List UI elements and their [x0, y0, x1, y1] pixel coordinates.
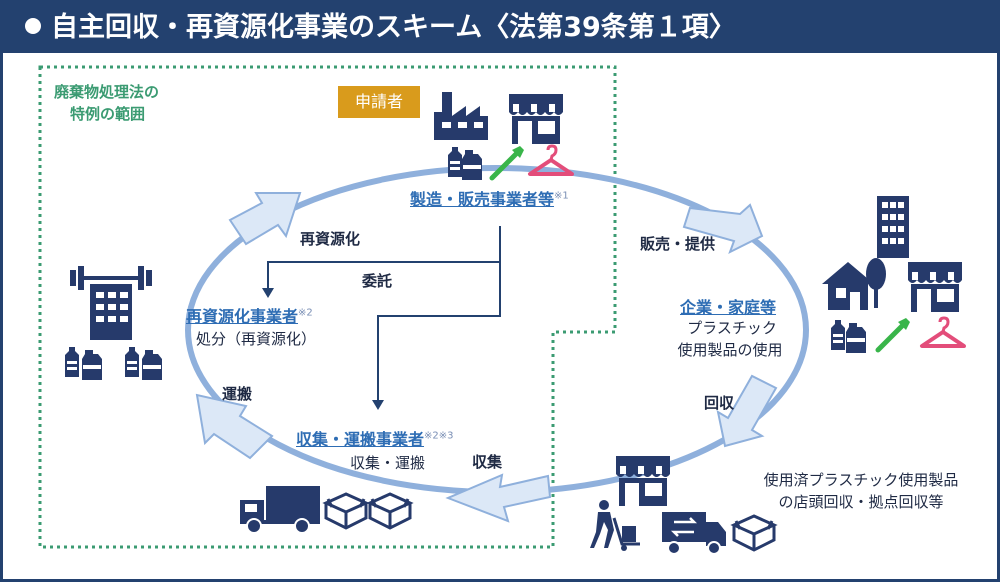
collector-sub: 収集・運搬 [350, 454, 426, 472]
collector-note: ※2※3 [424, 430, 454, 442]
toothbrush-icon [492, 146, 524, 178]
store-icon [908, 262, 962, 312]
delivery-truck-icon [662, 512, 726, 555]
zone-label-line2: 特例の範囲 [70, 105, 146, 123]
arrow-sale [682, 203, 764, 255]
arrow-transport [195, 393, 274, 460]
applicant-badge: 申請者 [338, 86, 420, 118]
store-icon [509, 94, 563, 144]
flow-recycle-label: 再資源化 [300, 230, 361, 248]
entrust-arrowhead-collector [372, 400, 384, 410]
toothbrush-icon [878, 318, 910, 350]
entrust-connector [267, 226, 501, 402]
manufacturer-node: 製造・販売事業者等※1 [410, 186, 569, 210]
worker-cart-icon [590, 500, 640, 551]
hanger-icon [920, 316, 966, 348]
bottle-icon [831, 320, 845, 350]
collector-label: 収集・運搬事業者 [296, 430, 425, 449]
dumbbell-building-icon [70, 266, 152, 340]
bottle-icon [65, 347, 79, 377]
tree-icon [866, 258, 886, 308]
consumers-label: 企業・家庭等 [680, 298, 777, 317]
manufacturer-label: 製造・販売事業者等 [410, 190, 555, 209]
flow-entrust-label: 委託 [362, 272, 393, 290]
recycler-sub: 処分（再資源化） [196, 330, 317, 348]
factory-icon [434, 92, 488, 140]
jug-icon [142, 350, 162, 380]
jug-icon [846, 323, 866, 353]
recycler-node: 再資源化事業者※2 [186, 303, 313, 327]
collector-node: 収集・運搬事業者※2※3 [296, 426, 454, 450]
flow-sale-label: 販売・提供 [640, 235, 716, 253]
recycler-label: 再資源化事業者 [186, 307, 299, 326]
page-title: 自主回収・再資源化事業のスキーム〈法第39条第１項〉 [51, 12, 736, 43]
house-icon [822, 262, 874, 310]
jug-icon [462, 150, 482, 180]
consumers-sub1: プラスチック [687, 319, 777, 337]
bottle-icon [448, 147, 462, 177]
entrust-arrowhead-recycler [262, 288, 274, 298]
arrow-collect [445, 473, 552, 523]
store-collection-line1: 使用済プラスチック使用製品 [763, 471, 959, 489]
truck-icon [240, 486, 320, 534]
flow-transport-label: 運搬 [222, 385, 253, 403]
special-zone-boundary [38, 65, 617, 549]
arrow-recover [716, 374, 778, 448]
consumers-node: 企業・家庭等 [680, 294, 776, 318]
box-icon [368, 492, 412, 530]
jug-icon [82, 350, 102, 380]
store-collection-line2: の店頭回収・拠点回収等 [778, 493, 944, 511]
header-bar: 自主回収・再資源化事業のスキーム〈法第39条第１項〉 [3, 3, 997, 53]
zone-label-line1: 廃棄物処理法の [54, 83, 160, 101]
bullet-icon [25, 17, 41, 34]
flow-collect-label: 収集 [472, 453, 503, 471]
box-icon [324, 492, 368, 530]
bottle-icon [125, 347, 139, 377]
consumers-sub2: 使用製品の使用 [677, 341, 783, 359]
office-building-icon [877, 196, 909, 258]
store-icon [616, 456, 670, 506]
flow-recover-label: 回収 [704, 394, 735, 412]
recycler-note: ※2 [298, 307, 313, 319]
manufacturer-note: ※1 [554, 190, 569, 202]
arrow-recycle [228, 192, 302, 246]
box-icon [732, 514, 776, 552]
